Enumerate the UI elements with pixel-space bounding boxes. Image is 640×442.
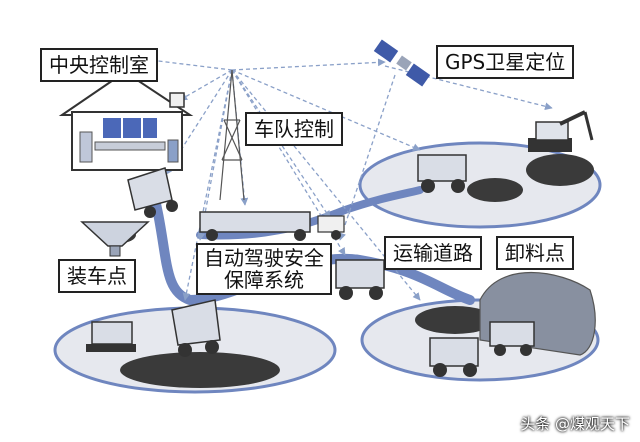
control-room-building-icon: [58, 70, 194, 171]
haul-truck-dump-right: [489, 321, 535, 356]
label-control-room: 中央控制室: [40, 48, 158, 82]
haul-truck-loading-bottom: [171, 299, 221, 357]
haul-truck-road-center: [335, 259, 385, 300]
road-branch: [196, 186, 424, 240]
label-dump-point: 卸料点: [496, 236, 574, 270]
haul-truck-dump-top: [417, 154, 467, 193]
label-loading-point: 装车点: [58, 259, 136, 293]
label-haul-road: 运输道路: [384, 236, 482, 270]
label-gps: GPS卫星定位: [436, 45, 575, 79]
watermark: 头条 @煤观天下: [520, 415, 630, 433]
excavator-icon: [528, 110, 594, 152]
haul-truck-dump-bottom: [429, 337, 479, 377]
label-fleet-control: 车队控制: [245, 112, 343, 146]
antenna-tower-icon: [219, 69, 245, 201]
label-autonomous-line1: 自动驾驶安全: [204, 246, 324, 270]
loader-bottom-left: [86, 321, 136, 352]
label-autonomous-safety-system: 自动驾驶安全 保障系统: [196, 243, 332, 295]
haul-truck-road-long: [199, 211, 345, 241]
haul-truck-loading-left: [127, 167, 178, 218]
loading-hopper-icon: [80, 221, 150, 257]
label-autonomous-line2: 保障系统: [224, 268, 304, 292]
ore-piles: [104, 154, 594, 388]
gps-satellite-icon: [373, 39, 431, 87]
